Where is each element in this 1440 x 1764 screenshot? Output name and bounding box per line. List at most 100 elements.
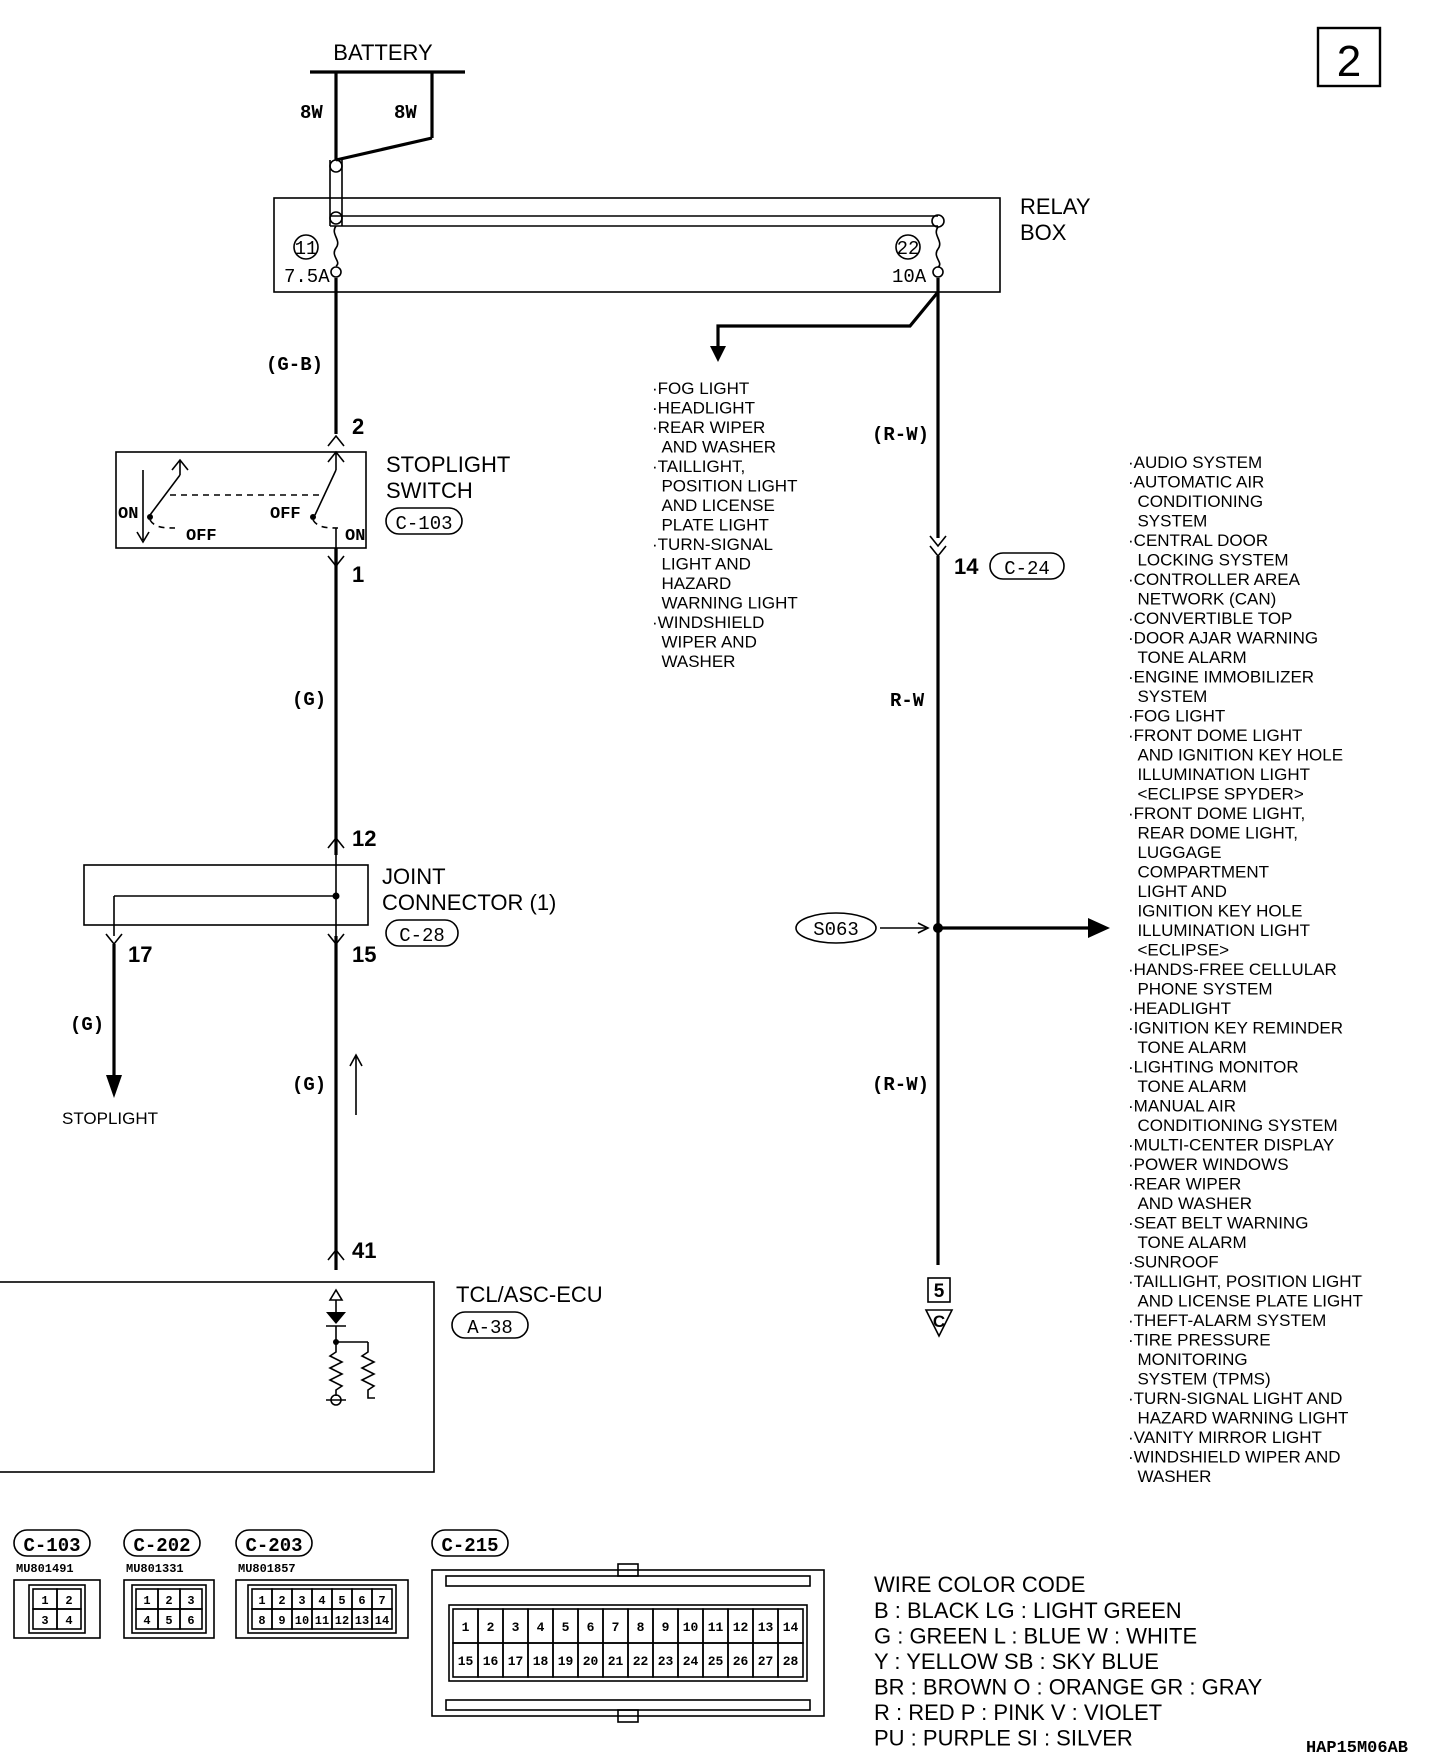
connector-pin: 4 [143, 1614, 150, 1628]
wire-color-code-line: G : GREEN L : BLUE W : WHITE [874, 1624, 1197, 1649]
s063-branch-item: ·CONVERTIBLE TOP [1128, 609, 1292, 628]
s063-branch-item: ·AUDIO SYSTEM [1128, 453, 1262, 472]
s063-branch-item: CONDITIONING [1128, 492, 1263, 511]
wire-color-code: WIRE COLOR CODE B : BLACK LG : LIGHT GRE… [874, 1572, 1263, 1751]
battery-label: BATTERY [333, 40, 433, 65]
joint-connector-pin-17: 17 [128, 942, 152, 967]
fuse-11-number: 11 [295, 238, 318, 260]
wire-color-r-w-1: (R-W) [872, 424, 929, 446]
s063-branch-item: ·WINDSHIELD WIPER AND [1128, 1448, 1341, 1467]
connector-pin: 13 [355, 1614, 369, 1628]
connector-pin: 6 [187, 1614, 194, 1628]
relay-box-title-2: BOX [1020, 220, 1067, 245]
page-number: 2 [1337, 37, 1361, 86]
fuse-22-branch-item: WIPER AND [652, 633, 757, 652]
s063-branch-item: <ECLIPSE> [1128, 941, 1229, 960]
s063-branch-item: ·HANDS-FREE CELLULAR [1128, 960, 1337, 979]
s063-branch-item: NETWORK (CAN) [1128, 590, 1276, 609]
fuse-22-branch-list: ·FOG LIGHT·HEADLIGHT·REAR WIPER AND WASH… [652, 379, 798, 671]
connector-legend-id: C-203 [245, 1535, 302, 1557]
s063-branch-item: ·MULTI-CENTER DISPLAY [1128, 1136, 1334, 1155]
s063-branch-item: ·TIRE PRESSURE [1128, 1331, 1271, 1350]
connector-pin: 20 [583, 1654, 599, 1669]
s063-branch-item: SYSTEM [1128, 512, 1207, 531]
connector-pin: 26 [733, 1654, 749, 1669]
fuse-22-number: 22 [897, 238, 920, 260]
joint-connector: 12 JOINT CONNECTOR (1) C-28 17 15 [83, 826, 556, 967]
connector-pin: 10 [295, 1614, 309, 1628]
joint-connector-title-2: CONNECTOR (1) [382, 890, 556, 915]
stoplight-switch-title-2: SWITCH [386, 478, 473, 503]
switch-on-right: ON [345, 527, 365, 546]
fuse-22-branch-item: ·HEADLIGHT [652, 399, 755, 418]
wire-color-g-1: (G) [292, 689, 326, 711]
connector-pin: 14 [375, 1614, 389, 1628]
connector-pin: 25 [708, 1654, 724, 1669]
s063-branch-item: IGNITION KEY HOLE [1128, 902, 1302, 921]
connector-pin: 7 [612, 1620, 620, 1635]
stoplight-switch: STOPLIGHT SWITCH C-103 2 1 ON OFF OFF ON [115, 414, 510, 587]
fuse-22-branch-item: ·FOG LIGHT [652, 379, 749, 398]
wire-color-code-line: R : RED P : PINK V : VIOLET [874, 1700, 1162, 1725]
fuse-22-branch-item: POSITION LIGHT [652, 477, 797, 496]
connector-pin: 4 [537, 1620, 545, 1635]
s063-branch-item: ·REAR WIPER [1128, 1175, 1241, 1194]
connector-pin: 7 [378, 1594, 385, 1608]
figure-code: HAP15M06AB [1306, 1739, 1408, 1758]
s063-branch-item: SYSTEM [1128, 687, 1207, 706]
s063-branch-item: LOCKING SYSTEM [1128, 551, 1289, 570]
connector-pin: 18 [533, 1654, 549, 1669]
joint-connector-pin-12: 12 [352, 826, 376, 851]
connector-pin: 4 [318, 1594, 325, 1608]
s063-branch-item: PHONE SYSTEM [1128, 980, 1273, 999]
connector-pin: 24 [683, 1654, 699, 1669]
wire-color-g-b: (G-B) [266, 354, 323, 376]
relay-box-title-1: RELAY [1020, 194, 1091, 219]
connector-legend-part: MU801491 [16, 1562, 74, 1576]
s063-branch-item: ·SUNROOF [1128, 1253, 1219, 1272]
connector-pin: 16 [483, 1654, 499, 1669]
connector-legend-id: C-103 [23, 1535, 80, 1557]
connector-pin: 5 [165, 1614, 172, 1628]
tcl-asc-ecu: 41 TCL/ASC-ECU A-38 [0, 1238, 603, 1473]
stoplight-branch: (G) STOPLIGHT [62, 944, 158, 1128]
s063-branch-item: ·SEAT BELT WARNING [1128, 1214, 1308, 1233]
s063-branch-item: TONE ALARM [1128, 1233, 1247, 1252]
s063-branch-item: ·THEFT-ALARM SYSTEM [1128, 1311, 1326, 1330]
s063-branch-item: AND WASHER [1128, 1194, 1252, 1213]
connector-pin: 17 [508, 1654, 524, 1669]
connector-pin: 1 [143, 1594, 150, 1608]
connector-legend-id: C-215 [441, 1535, 498, 1557]
s063-branch-item: TONE ALARM [1128, 1077, 1247, 1096]
splice-s063: S063 [813, 919, 859, 941]
wire-color-code-title: WIRE COLOR CODE [874, 1572, 1085, 1597]
connector-pin: 3 [512, 1620, 520, 1635]
connector-pin: 14 [783, 1620, 799, 1635]
connector-pin: 15 [458, 1654, 474, 1669]
joint-connector-title-1: JOINT [382, 864, 446, 889]
connector-pin: 2 [165, 1594, 172, 1608]
connector-pin: 13 [758, 1620, 774, 1635]
wire-color-g-2: (G) [292, 1074, 326, 1096]
s063-branch-item: ·TAILLIGHT, POSITION LIGHT [1128, 1272, 1362, 1291]
s063-branch-item: TONE ALARM [1128, 648, 1247, 667]
fuse-22-rating: 10A [892, 266, 927, 288]
s063-branch-item: ·CENTRAL DOOR [1128, 531, 1268, 550]
ecu-title: TCL/ASC-ECU [456, 1282, 603, 1307]
wire-color-code-line: BR : BROWN O : ORANGE GR : GRAY [874, 1675, 1263, 1700]
connector-pin: 3 [187, 1594, 194, 1608]
connector-pin: 5 [338, 1594, 345, 1608]
connector-pin: 2 [487, 1620, 495, 1635]
s063-branch-item: ·POWER WINDOWS [1128, 1155, 1289, 1174]
s063-branch-item: ·LIGHTING MONITOR [1128, 1058, 1299, 1077]
battery: BATTERY 8W 8W [300, 40, 465, 162]
s063-branch-list: ·AUDIO SYSTEM·AUTOMATIC AIR CONDITIONING… [1128, 453, 1363, 1486]
connector-pin: 10 [683, 1620, 699, 1635]
connector-pin: 23 [658, 1654, 674, 1669]
s063-branch-item: CONDITIONING SYSTEM [1128, 1116, 1338, 1135]
battery-wire-left: 8W [300, 102, 323, 124]
connector-pin: 8 [258, 1614, 265, 1628]
s063-branch-item: HAZARD WARNING LIGHT [1128, 1409, 1348, 1428]
